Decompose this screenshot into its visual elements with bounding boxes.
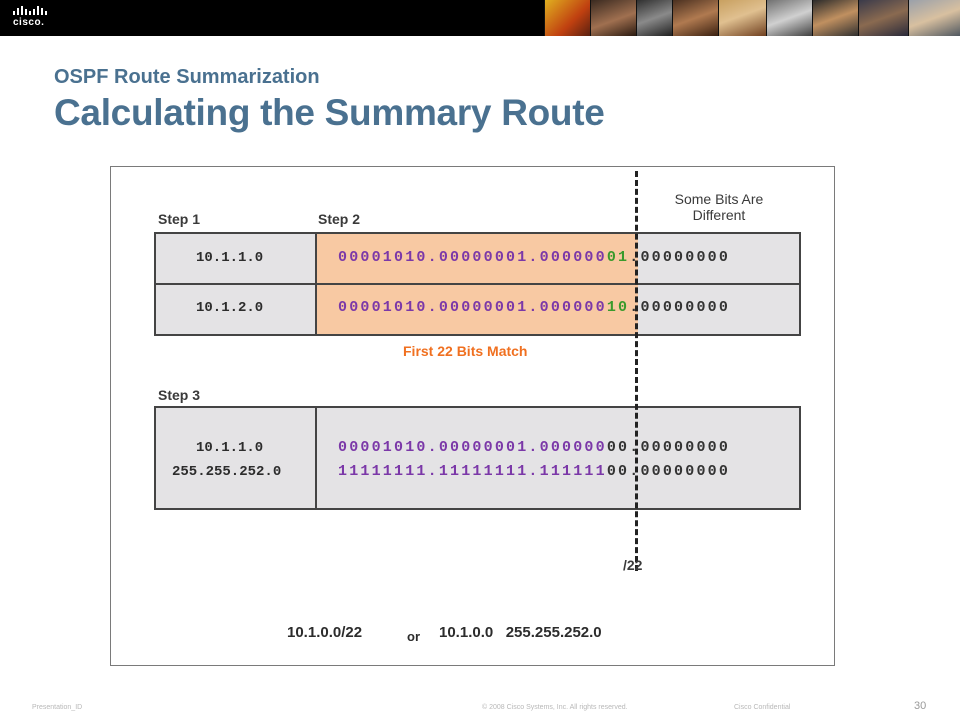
step3-ip: 10.1.1.0 xyxy=(196,440,264,456)
banner-photo xyxy=(812,0,858,36)
banner-photo xyxy=(590,0,636,36)
page-number: 30 xyxy=(914,700,927,712)
step3-mask-bits-right: 00.00000000 xyxy=(606,463,731,480)
banner-photo xyxy=(636,0,672,36)
banner-photo xyxy=(908,0,960,36)
step3-ip-bits: 00001010.00000001.00000000.00000000 xyxy=(338,439,730,456)
step2-label: Step 2 xyxy=(318,211,361,227)
summary-address-mask: 10.1.0.0 255.255.252.0 xyxy=(439,624,602,641)
slide-title: Calculating the Summary Route xyxy=(54,92,605,133)
row-divider xyxy=(156,283,799,285)
note-line-1: Some Bits Are xyxy=(674,191,764,207)
row2-ip: 10.1.2.0 xyxy=(196,300,264,316)
row2-bits: 00001010.00000001.00000010.00000000 xyxy=(338,299,730,316)
banner-photo xyxy=(858,0,908,36)
slide-subtitle: OSPF Route Summarization xyxy=(54,66,320,88)
row2-bits-diff: 10 xyxy=(606,299,630,316)
prefix-length-label: /22 xyxy=(623,557,643,573)
row1-bits-rest: .00000000 xyxy=(629,249,731,266)
step3-mask-bits: 11111111.11111111.11111100.00000000 xyxy=(338,463,730,480)
row1-bits-diff: 01 xyxy=(606,249,630,266)
presentation-id: Presentation_ID xyxy=(32,704,83,711)
step3-mask: 255.255.252.0 xyxy=(172,464,282,480)
step3-mask-bits-left: 11111111.11111111.111111 xyxy=(338,463,607,480)
row1-bits: 00001010.00000001.00000001.00000000 xyxy=(338,249,730,266)
confidential-label: Cisco Confidential xyxy=(734,704,791,711)
row2-bits-match: 00001010.00000001.000000 xyxy=(338,299,607,316)
summary-table: 10.1.1.0 255.255.252.0 00001010.00000001… xyxy=(154,406,801,510)
comparison-table: 10.1.1.0 00001010.00000001.00000001.0000… xyxy=(154,232,801,336)
or-label: or xyxy=(407,629,420,644)
summary-prefix: 10.1.0.0/22 xyxy=(287,624,363,641)
row1-ip: 10.1.1.0 xyxy=(196,250,264,266)
note-line-2: Different xyxy=(692,207,746,223)
logo-text: cisco. xyxy=(13,17,45,28)
copyright-notice: © 2008 Cisco Systems, Inc. All rights re… xyxy=(482,704,628,711)
step3-label: Step 3 xyxy=(158,387,201,403)
banner-photo xyxy=(672,0,718,36)
ip-column xyxy=(156,408,317,508)
different-bits-note: Some Bits Are Different xyxy=(659,191,779,223)
summary-route-diagram: Step 1 Step 2 Some Bits Are Different 10… xyxy=(110,166,835,666)
prefix-boundary-line xyxy=(635,171,638,571)
banner-photo xyxy=(544,0,590,36)
step3-ip-bits-right: 00.00000000 xyxy=(606,439,731,456)
cisco-logo-icon xyxy=(13,6,47,15)
banner-photo xyxy=(718,0,766,36)
header-banner: cisco. xyxy=(0,0,960,36)
step3-ip-bits-left: 00001010.00000001.000000 xyxy=(338,439,607,456)
banner-photo xyxy=(766,0,812,36)
row2-bits-rest: .00000000 xyxy=(629,299,731,316)
step1-label: Step 1 xyxy=(158,211,201,227)
banner-photo-strip xyxy=(544,0,960,36)
row1-bits-match: 00001010.00000001.000000 xyxy=(338,249,607,266)
first-22-bits-match-label: First 22 Bits Match xyxy=(403,343,528,359)
